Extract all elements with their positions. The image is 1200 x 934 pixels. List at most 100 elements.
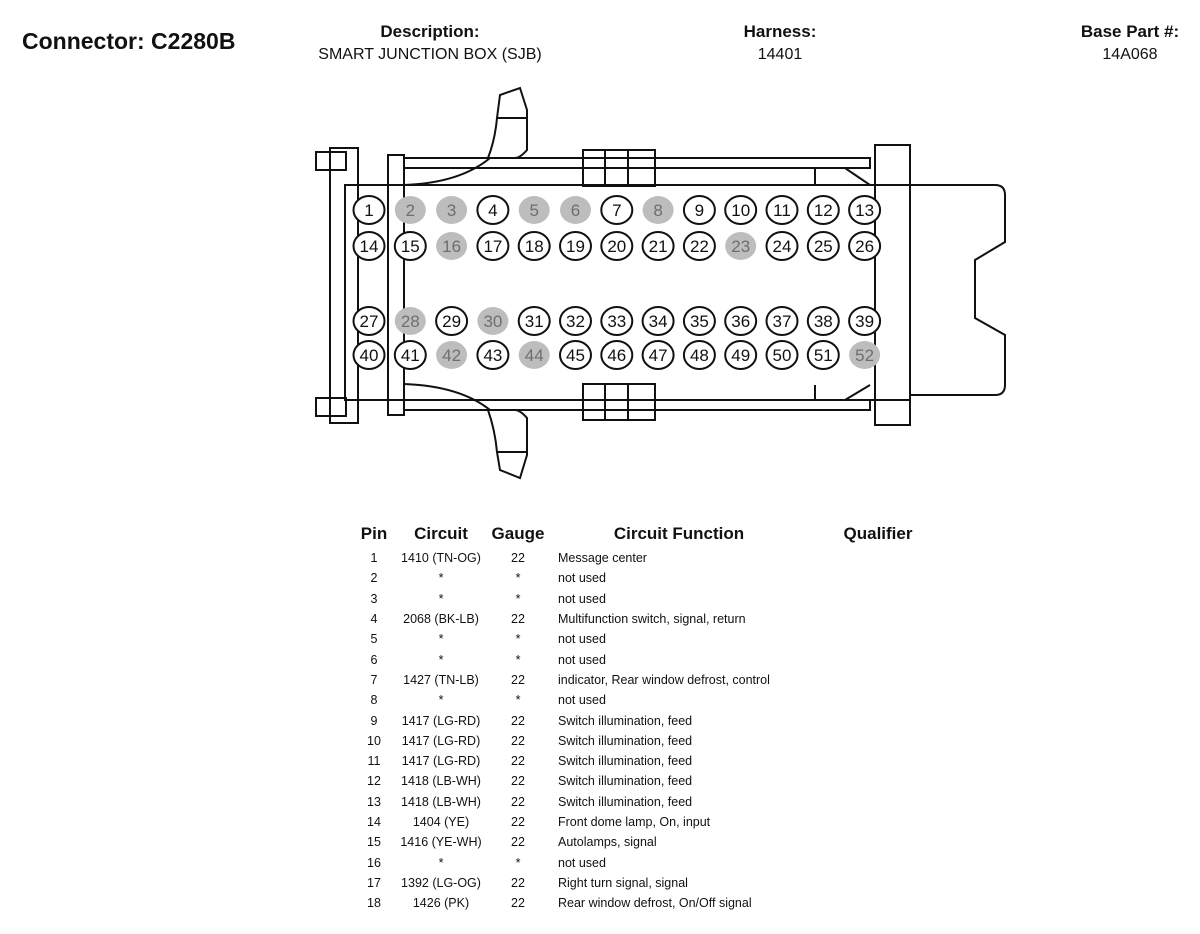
pin-circle — [436, 232, 468, 260]
cell-gauge: 22 — [511, 551, 525, 566]
pin-circle — [560, 196, 591, 224]
cell-circuit: 1416 (YE-WH) — [400, 835, 482, 850]
pin-circle — [725, 232, 757, 260]
pin-39: 39 — [848, 306, 882, 336]
pin-circle — [642, 196, 674, 224]
pin-number: 26 — [855, 237, 874, 256]
header-gauge: Gauge — [491, 524, 545, 543]
pin-41: 41 — [393, 340, 427, 370]
table-row: 3**not used — [352, 589, 948, 609]
cell-circuit: 1392 (LG-OG) — [401, 875, 481, 890]
cell-circuit: * — [438, 652, 444, 667]
right-end-block — [874, 144, 911, 426]
pin-number: 39 — [855, 312, 874, 331]
cell-gauge: 22 — [511, 612, 525, 627]
cell-function: Switch illumination, feed — [558, 754, 693, 769]
cell-function: Rear window defrost, On/Off signal — [558, 896, 752, 911]
pin-6: 6 — [560, 196, 591, 224]
pin-number: 50 — [773, 346, 792, 365]
cell-qualifier — [808, 568, 948, 588]
cell-pin: 8 — [370, 693, 378, 708]
cell-pin: 4 — [370, 612, 378, 627]
pin-circle — [765, 195, 799, 225]
cell-circuit: 1418 (LB-WH) — [401, 774, 481, 789]
cell-gauge: 22 — [511, 754, 525, 769]
cell-qualifier — [808, 629, 948, 649]
cell-gauge: 22 — [511, 774, 525, 789]
pin-22: 22 — [682, 231, 716, 261]
cell-gauge: * — [515, 693, 521, 708]
pin-34: 34 — [641, 306, 675, 336]
pin-circle — [682, 340, 716, 370]
pin-number: 7 — [612, 201, 621, 220]
pin-circle — [600, 195, 634, 225]
pin-43: 43 — [476, 340, 510, 370]
harness-block: Harness: 14401 — [700, 22, 860, 64]
pin-number: 51 — [814, 346, 833, 365]
cell-qualifier — [808, 812, 948, 832]
pin-15: 15 — [393, 231, 427, 261]
pin-circle — [806, 195, 840, 225]
pin-number: 5 — [529, 201, 538, 220]
pin-circle — [806, 340, 840, 370]
pin-18: 18 — [517, 231, 551, 261]
left-rail — [329, 147, 359, 424]
cell-circuit: 1404 (YE) — [412, 815, 470, 829]
cell-pin: 7 — [370, 672, 378, 687]
pin-29: 29 — [435, 306, 469, 336]
pin-number: 46 — [607, 346, 626, 365]
pin-number: 44 — [525, 346, 544, 365]
cell-pin: 9 — [370, 713, 378, 728]
pin-circle — [517, 231, 551, 261]
cell-function: not used — [558, 632, 606, 647]
table-row: 16**not used — [352, 852, 948, 872]
cell-qualifier — [808, 873, 948, 893]
pin-number: 36 — [731, 312, 750, 331]
cell-function: not used — [558, 855, 606, 870]
pin-42: 42 — [436, 341, 468, 369]
connector-title: Connector: C2280B — [22, 28, 236, 54]
cell-circuit: 1417 (LG-RD) — [401, 754, 481, 769]
pin-circle — [435, 306, 469, 336]
pin-circle — [600, 340, 634, 370]
description-block: Description: SMART JUNCTION BOX (SJB) — [290, 22, 570, 64]
cell-function: not used — [558, 571, 606, 586]
pin-number: 11 — [773, 201, 791, 220]
harness-label: Harness: — [743, 22, 817, 41]
pin-circle — [559, 231, 592, 261]
pin-44: 44 — [518, 341, 550, 369]
cell-function: Switch illumination, feed — [558, 794, 693, 809]
left-tab-bottom — [315, 397, 347, 417]
cell-pin: 1 — [370, 551, 378, 566]
header-qualifier: Qualifier — [843, 524, 913, 543]
top-rail — [403, 157, 871, 169]
description-value: SMART JUNCTION BOX (SJB) — [318, 46, 542, 63]
cell-qualifier — [808, 589, 948, 609]
cell-circuit: * — [438, 571, 444, 586]
cell-qualifier — [808, 731, 948, 751]
pin-51: 51 — [806, 340, 840, 370]
cell-pin: 10 — [367, 733, 381, 748]
pin-number: 38 — [814, 312, 833, 331]
cell-circuit: 1410 (TN-OG) — [401, 551, 481, 566]
pin-number: 20 — [607, 237, 626, 256]
pin-47: 47 — [641, 340, 675, 370]
pin-49: 49 — [724, 340, 758, 370]
pin-circle — [806, 231, 840, 261]
cell-pin: 2 — [370, 571, 378, 586]
pin-4: 4 — [476, 195, 510, 225]
pin-45: 45 — [559, 340, 592, 370]
cell-circuit: 1418 (LB-WH) — [401, 794, 481, 809]
cell-pin: 14 — [367, 815, 381, 829]
pin-circle — [765, 306, 799, 336]
pin-circle — [559, 306, 592, 336]
description-label: Description: — [380, 22, 480, 41]
pin-circle — [849, 341, 881, 369]
bottom-lock — [582, 383, 656, 421]
cell-function: Multifunction switch, signal, return — [558, 612, 746, 627]
pin-number: 1 — [364, 201, 373, 220]
